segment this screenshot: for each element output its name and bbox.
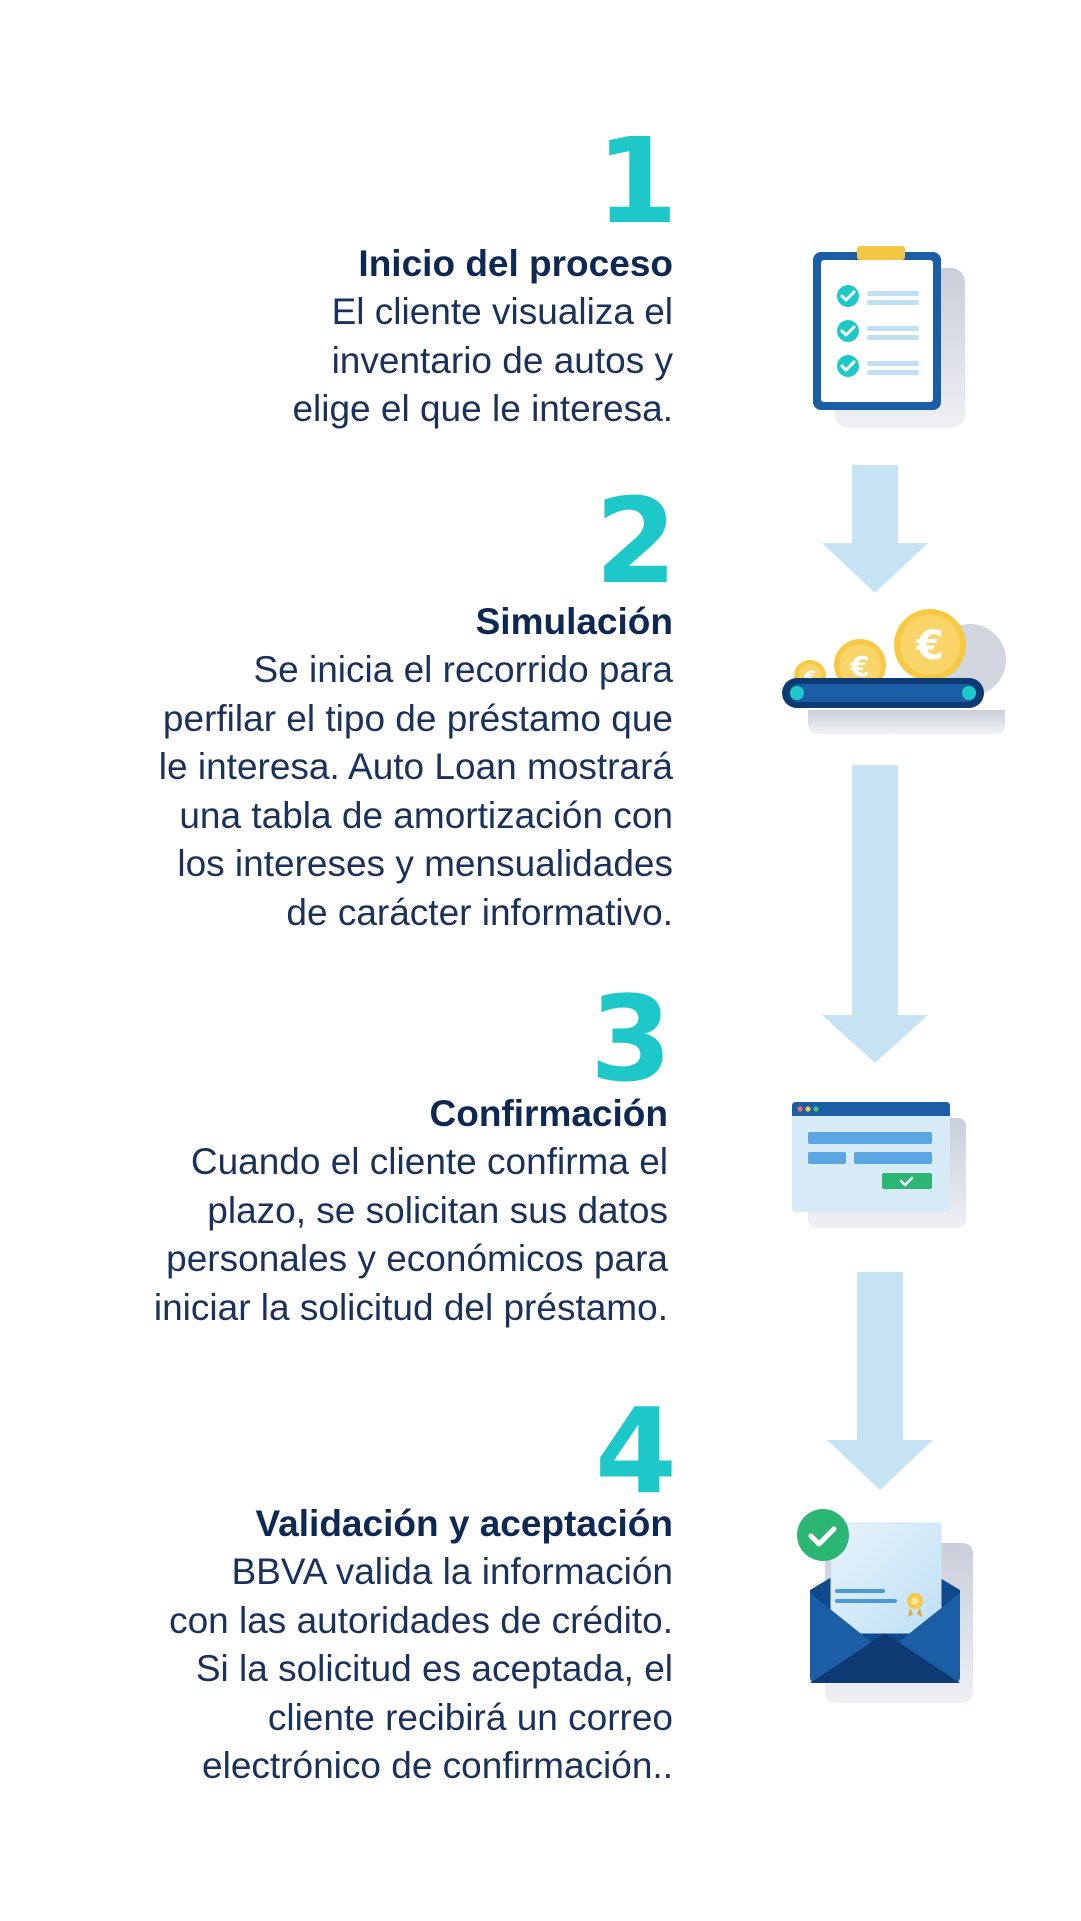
description-line: los intereses y mensualidades <box>177 843 673 884</box>
step-title: Simulación <box>475 601 673 642</box>
envelope-certificate-icon <box>795 1505 975 1705</box>
description-line: personales y económicos para <box>166 1238 668 1279</box>
browser-form-icon <box>790 1100 970 1230</box>
description-line: con las autoridades de crédito. <box>169 1599 673 1641</box>
step-description: BBVA valida la información con las autor… <box>169 1548 673 1791</box>
step-title: Inicio del proceso <box>358 243 673 284</box>
description-line: Cuando el cliente confirma el <box>190 1141 668 1182</box>
flow-arrow-icon <box>825 1272 935 1492</box>
clipboard-checklist-icon <box>805 240 970 435</box>
description-line: inventario de autos y <box>331 339 673 381</box>
step-description: El cliente visualiza el inventario de au… <box>292 288 673 434</box>
description-line: de carácter informativo. <box>286 891 673 933</box>
description-line: BBVA valida la información <box>231 1551 674 1592</box>
description-line: Se inicia el recorrido para <box>253 649 673 690</box>
description-line: perfilar el tipo de préstamo que <box>162 697 673 739</box>
step-number: 3 <box>589 970 672 1108</box>
euro-coins-icon: € € € <box>780 600 1010 740</box>
description-line: una tabla de amortización con <box>179 794 673 836</box>
description-line: le interesa. Auto Loan mostrará <box>158 746 673 787</box>
step-number: 4 <box>594 1382 677 1520</box>
svg-text:€: € <box>849 650 869 683</box>
flow-arrow-icon <box>820 465 930 595</box>
step-number: 1 <box>595 112 678 250</box>
flow-arrow-icon <box>820 765 930 1065</box>
description-line: plazo, se solicitan sus datos <box>207 1189 668 1231</box>
step-description: Se inicia el recorrido para perfilar el … <box>159 646 673 937</box>
step-description: Cuando el cliente confirma el plazo, se … <box>154 1138 668 1332</box>
step-title: Confirmación <box>429 1093 668 1134</box>
svg-text:€: € <box>915 623 944 669</box>
description-line: elige el que le interesa. <box>292 388 673 429</box>
description-line: iniciar la solicitud del préstamo. <box>153 1286 668 1328</box>
step-title: Validación y aceptación <box>255 1503 673 1544</box>
description-line: cliente recibirá un correo <box>267 1696 673 1738</box>
description-line: El cliente visualiza el <box>331 291 673 332</box>
description-line: Si la solicitud es aceptada, el <box>195 1648 673 1689</box>
step-number: 2 <box>594 472 677 610</box>
description-line: electrónico de confirmación.. <box>202 1745 673 1786</box>
